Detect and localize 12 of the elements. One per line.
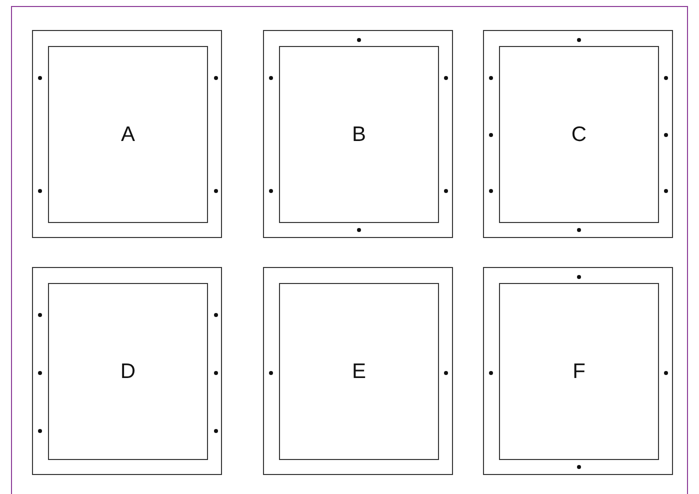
panel-letter: C — [571, 122, 587, 146]
panel — [499, 283, 659, 460]
panel — [279, 46, 439, 223]
panel — [48, 46, 208, 223]
panel-letter: D — [120, 360, 136, 384]
panel-letter: F — [572, 360, 586, 384]
panel — [499, 46, 659, 223]
panel — [48, 283, 208, 460]
panel-letter: B — [352, 122, 366, 146]
panel-letter: E — [352, 360, 366, 384]
panel-letter: A — [120, 122, 135, 146]
panel — [279, 283, 439, 460]
